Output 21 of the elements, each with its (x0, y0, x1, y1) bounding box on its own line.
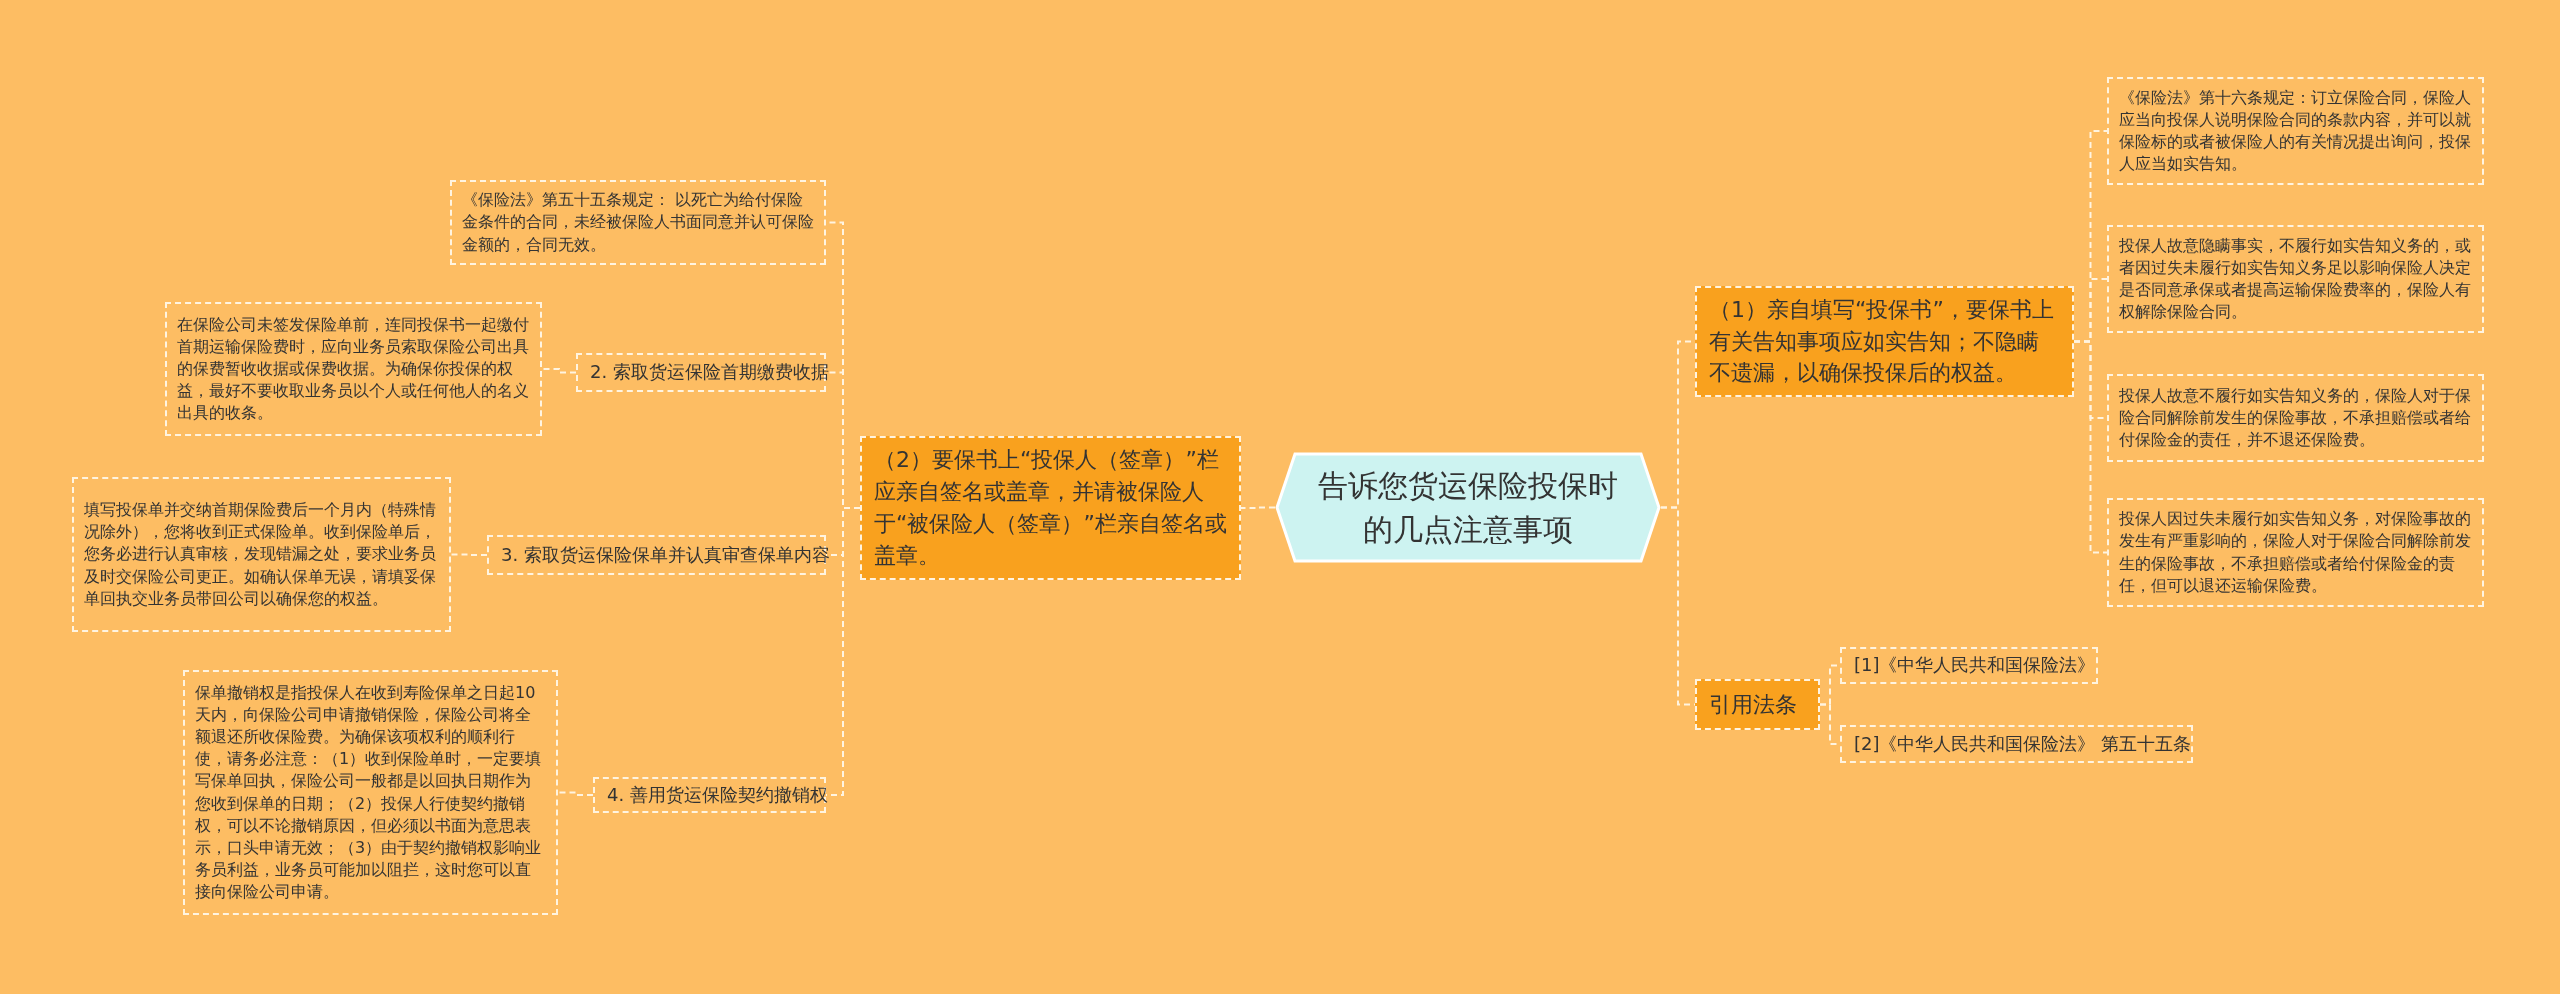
topic-hexagon: 告诉您货运保险投保时的几点注意事项 (1275, 452, 1661, 563)
note-box: 填写投保单并交纳首期保险费后一个月内（特殊情况除外），您将收到正式保险单。收到保险单后，您务必进行认真审核，发现错漏之处，要求业务员及时交保险公司更正。如确认保单无误，请填妥保单回执交业务员带回公司以确保您的权益。 (72, 477, 451, 632)
connector-line (541, 368, 577, 374)
connector-line (825, 507, 861, 796)
note-box: 投保人因过失未履行如实告知义务，对保险事故的发生有严重影响的，保险人对于保险合同解除前发生的保险事故，不承担赔偿或者给付保险金的责任，但可以退还运输保险费。 (2107, 498, 2484, 607)
branch-box: （1）亲自填写“投保书”，要保书上有关告知事项应如实告知；不隐瞒不遗漏，以确保投保后的权益。 (1695, 286, 2074, 397)
note-box: 在保险公司未签发保险单前，连同投保书一起缴付首期运输保险费时，应向业务员索取保险公司出具的保费暂收收据或保费收据。为确保你投保的权益，最好不要收取业务员以个人或任何他人的名义出具的收条。 (165, 302, 542, 436)
note-box: 《保险法》第十六条规定：订立保险合同，保险人应当向投保人说明保险合同的条款内容，并可以就保险标的或者被保险人的有关情况提出询问，投保人应当如实告知。 (2107, 77, 2484, 185)
connector-line (557, 791, 594, 796)
subtopic-box: [1]《中华人民共和国保险法》 (1840, 647, 2098, 684)
note-box: 投保人故意隐瞒事实，不履行如实告知义务的，或者因过失未履行如实告知义务足以影响保险人决定是否同意承保或者提高运输保险费率的，保险人有权解除保险合同。 (2107, 225, 2484, 333)
subtopic-box: 4. 善用货运保险契约撤销权 (593, 777, 826, 813)
connector-line (1240, 506, 1276, 509)
branch-box: （2）要保书上“投保人（签章）”栏应亲自签名或盖章，并请被保险人于“被保险人（签章）”栏亲自签名或盖章。 (860, 436, 1241, 580)
note-box: 保单撤销权是指投保人在收到寿险保单之日起10天内，向保险公司申请撤销保险，保险公司将全额退还所收保险费。为确保该项权利的顺利行使，请务必注意：（1）收到保险单时，一定要填写保单回执，保险公司一般都是以回执日期作为您收到保单的日期；（2）投保人行使契约撤销权，可以不论撤销原因，但必须以书面为意思表示，口头申请无效；（3）由于契约撤销权影响业务员利益，业务员可能加以阻拦，这时您可以直接向保险公司申请。 (183, 670, 558, 915)
connector-line (450, 553, 488, 556)
subtopic-box: [2]《中华人民共和国保险法》 第五十五条 (1840, 725, 2193, 763)
branch-box: 引用法条 (1695, 679, 1820, 730)
note-box: 《保险法》第五十五条规定： 以死亡为给付保险金条件的合同，未经被保险人书面同意并认可保险金额的，合同无效。 (450, 180, 826, 265)
note-box: 投保人故意不履行如实告知义务的，保险人对于保险合同解除前发生的保险事故，不承担赔偿或者给付保险金的责任，并不退还保险费。 (2107, 374, 2484, 462)
connector-line (2073, 340, 2108, 554)
